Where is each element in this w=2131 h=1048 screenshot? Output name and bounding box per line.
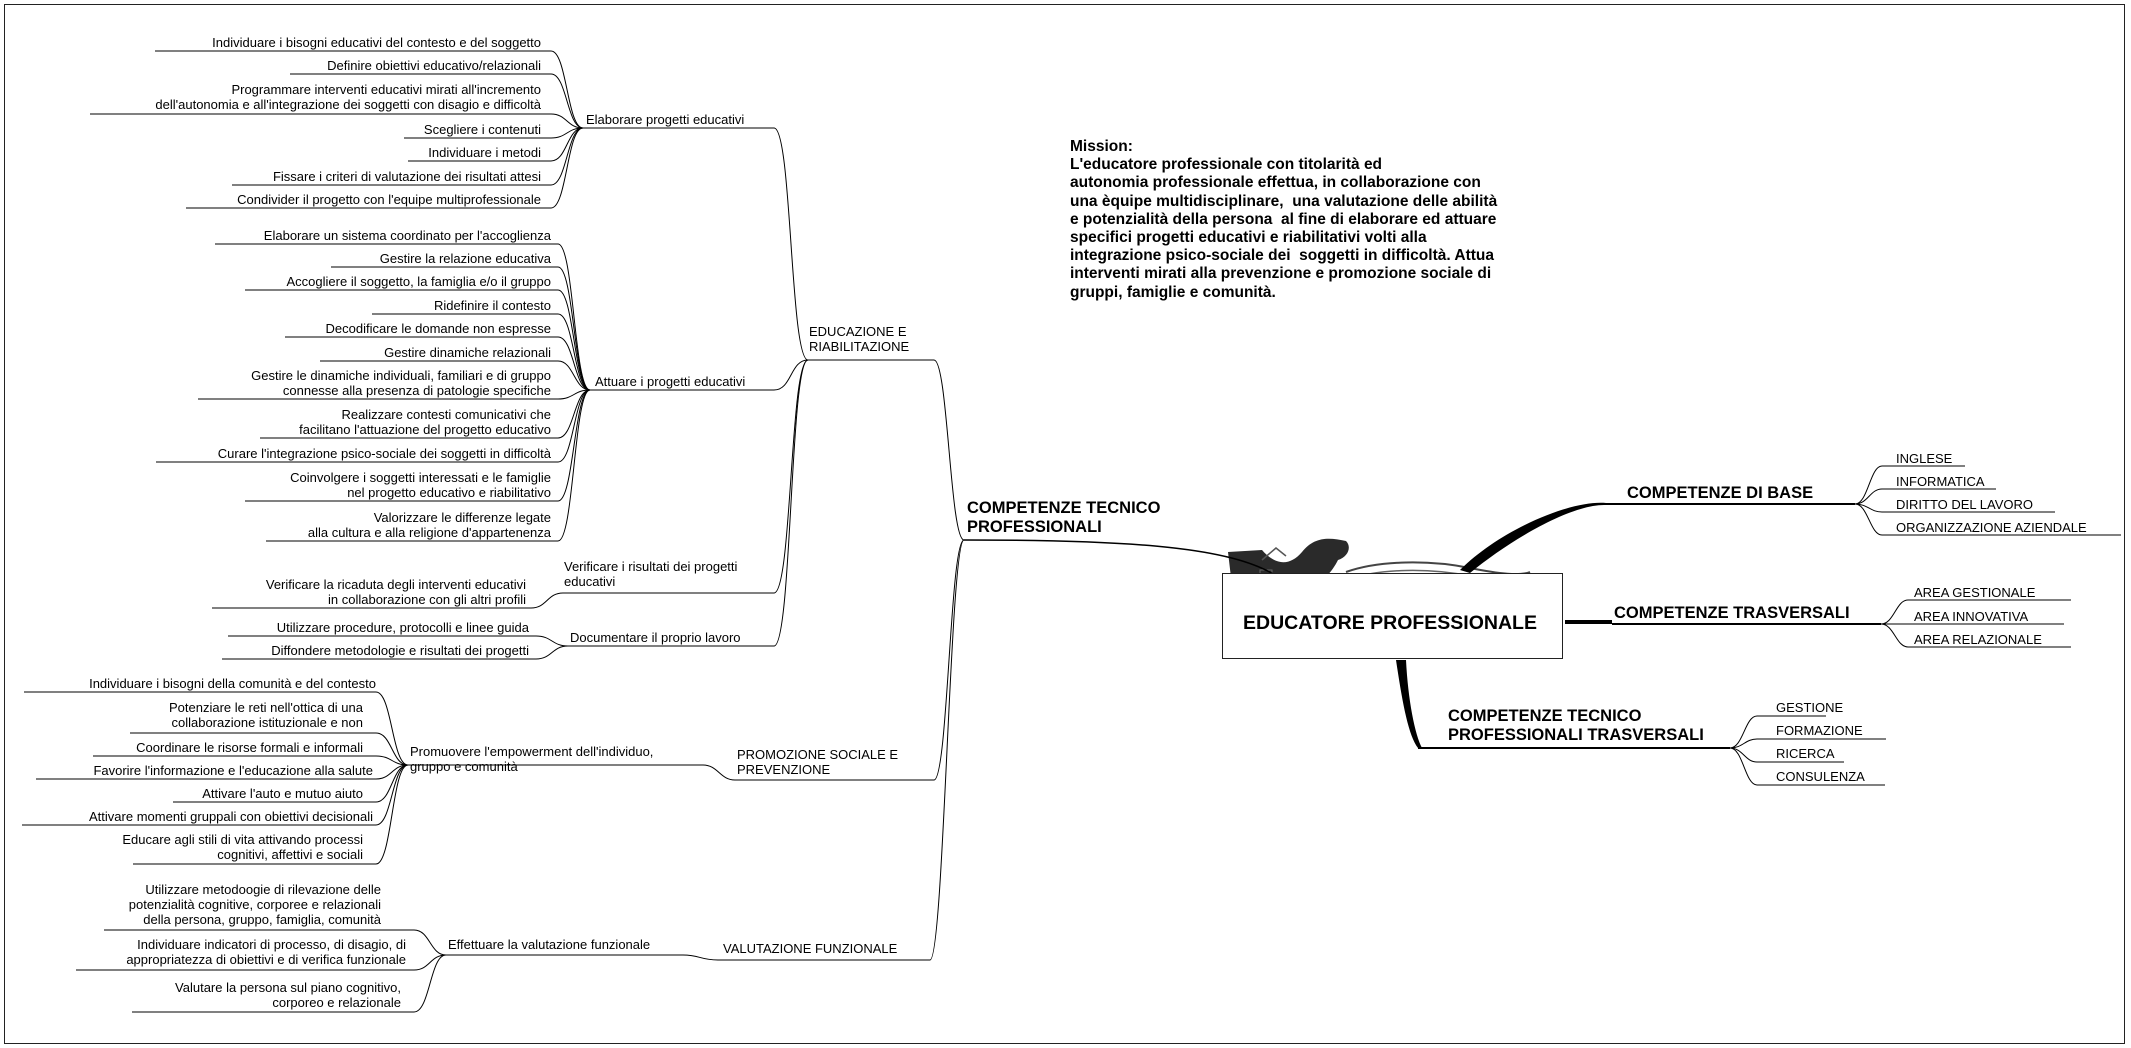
node-effettuare-valutazione: Effettuare la valutazione funzionale bbox=[448, 937, 651, 952]
node-verificare-risultati: Verificare i risultati dei progetti educ… bbox=[564, 559, 738, 589]
leaf-verificare-1: Verificare la ricaduta degli interventi … bbox=[265, 577, 526, 607]
leaf-promuovere-5: Attivare l'auto e mutuo aiuto bbox=[202, 786, 363, 801]
leaf-attuare-2: Gestire la relazione educativa bbox=[379, 251, 551, 266]
node-gestione: GESTIONE bbox=[1776, 700, 1844, 715]
leaf-elaborare-1: Individuare i bisogni educativi del cont… bbox=[212, 35, 541, 50]
leaf-attuare-3: Accogliere il soggetto, la famiglia e/o … bbox=[286, 274, 551, 289]
leaf-promuovere-3: Coordinare le risorse formali e informal… bbox=[136, 740, 363, 755]
node-promozione-sociale: PROMOZIONE SOCIALE E PREVENZIONE bbox=[737, 747, 899, 777]
node-inglese: INGLESE bbox=[1896, 451, 1953, 466]
leaf-attuare-7: Gestire le dinamiche individuali, famili… bbox=[251, 368, 551, 398]
leaf-elaborare-5: Individuare i metodi bbox=[428, 145, 541, 160]
node-competenze-di-base: COMPETENZE DI BASE bbox=[1627, 484, 1814, 502]
leaf-attuare-5: Decodificare le domande non espresse bbox=[325, 321, 551, 336]
leaf-elaborare-3: Programmare interventi educativi mirati … bbox=[155, 82, 541, 112]
node-competenze-tecnico-professionali-trasversali: COMPETENZE TECNICO PROFESSIONALI TRASVER… bbox=[1448, 707, 1704, 744]
leaf-attuare-11: Valorizzare le differenze legate alla cu… bbox=[307, 510, 551, 540]
node-educazione-e-riabilitazione: EDUCAZIONE E RIABILITAZIONE bbox=[809, 324, 910, 354]
leaf-attuare-6: Gestire dinamiche relazionali bbox=[384, 345, 551, 360]
node-elaborare-progetti: Elaborare progetti educativi bbox=[586, 112, 745, 127]
node-ricerca: RICERCA bbox=[1776, 746, 1835, 761]
node-documentare-lavoro: Documentare il proprio lavoro bbox=[570, 630, 741, 645]
leaf-promuovere-7: Educare agli stili di vita attivando pro… bbox=[122, 832, 363, 862]
node-area-gestionale: AREA GESTIONALE bbox=[1914, 585, 2036, 600]
leaf-documentare-2: Diffondere metodologie e risultati dei p… bbox=[271, 643, 529, 658]
node-competenze-tecnico-professionali: COMPETENZE TECNICO PROFESSIONALI bbox=[967, 499, 1161, 536]
leaf-attuare-8: Realizzare contesti comunicativi che fac… bbox=[299, 407, 551, 437]
node-formazione: FORMAZIONE bbox=[1776, 723, 1863, 738]
central-node-box bbox=[1222, 573, 1563, 659]
node-area-innovativa: AREA INNOVATIVA bbox=[1914, 609, 2029, 624]
leaf-promuovere-2: Potenziare le reti nell'ottica di una co… bbox=[169, 700, 363, 730]
leaf-documentare-1: Utilizzare procedure, protocolli e linee… bbox=[276, 620, 529, 635]
leaf-elaborare-2: Definire obiettivi educativo/relazionali bbox=[327, 58, 541, 73]
diagram-frame bbox=[4, 4, 2125, 1044]
leaf-effettuare-3: Valutare la persona sul piano cognitivo,… bbox=[175, 980, 401, 1010]
central-node-title: EDUCATORE PROFESSIONALE bbox=[1243, 612, 1537, 634]
leaf-effettuare-2: Individuare indicatori di processo, di d… bbox=[126, 937, 406, 967]
leaf-promuovere-1: Individuare i bisogni della comunità e d… bbox=[89, 676, 376, 691]
leaf-promuovere-4: Favorire l'informazione e l'educazione a… bbox=[93, 763, 373, 778]
node-attuare-progetti: Attuare i progetti educativi bbox=[595, 374, 746, 389]
node-informatica: INFORMATICA bbox=[1896, 474, 1985, 489]
leaf-effettuare-1: Utilizzare metodoogie di rilevazione del… bbox=[128, 882, 381, 927]
node-competenze-trasversali: COMPETENZE TRASVERSALI bbox=[1614, 604, 1850, 622]
node-area-relazionale: AREA RELAZIONALE bbox=[1914, 632, 2042, 647]
node-organizzazione-aziendale: ORGANIZZAZIONE AZIENDALE bbox=[1896, 520, 2087, 535]
node-diritto-del-lavoro: DIRITTO DEL LAVORO bbox=[1896, 497, 2034, 512]
node-valutazione-funzionale: VALUTAZIONE FUNZIONALE bbox=[723, 941, 898, 956]
leaf-elaborare-7: Condivider il progetto con l'equipe mult… bbox=[237, 192, 541, 207]
leaf-promuovere-6: Attivare momenti gruppali con obiettivi … bbox=[89, 809, 373, 824]
leaf-attuare-10: Coinvolgere i soggetti interessati e le … bbox=[290, 470, 551, 500]
leaf-attuare-9: Curare l'integrazione psico-sociale dei … bbox=[217, 446, 551, 461]
node-promuovere-empowerment: Promuovere l'empowerment dell'individuo,… bbox=[410, 744, 654, 774]
mission-text: Mission: L'educatore professionale con t… bbox=[1070, 138, 1498, 301]
leaf-attuare-4: Ridefinire il contesto bbox=[433, 298, 551, 313]
node-consulenza: CONSULENZA bbox=[1776, 769, 1865, 784]
leaf-elaborare-4: Scegliere i contenuti bbox=[423, 122, 541, 137]
leaf-elaborare-6: Fissare i criteri di valutazione dei ris… bbox=[272, 169, 541, 184]
leaf-attuare-1: Elaborare un sistema coordinato per l'ac… bbox=[263, 228, 551, 243]
